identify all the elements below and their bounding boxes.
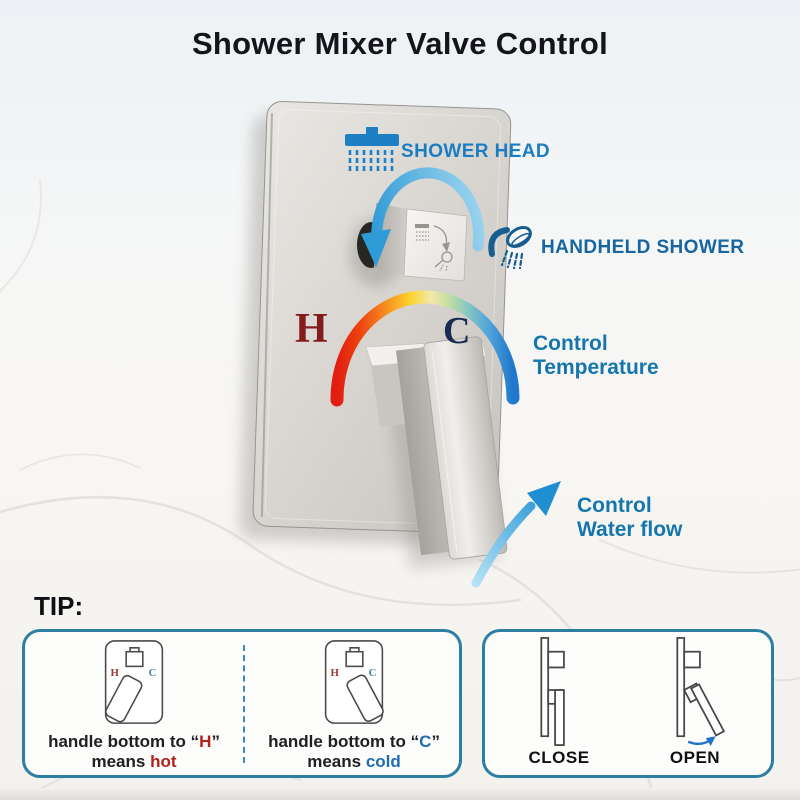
control-temperature-label: Control Temperature [533, 332, 659, 380]
open-direction-arrow [687, 736, 716, 747]
cold-tip-caption: handle bottom to “C” means cold [268, 732, 440, 771]
cold-tip-word: cold [365, 752, 401, 771]
open-label: OPEN [669, 748, 721, 767]
control-temperature-line1: Control [533, 332, 608, 355]
shower-head-label: SHOWER HEAD [401, 141, 551, 162]
close-label: CLOSE [528, 748, 590, 767]
handle-to-cold-diagram: H C [324, 640, 384, 724]
tip-box-open-close: CLOSE OPEN [482, 629, 774, 778]
cold-letter: C [443, 310, 471, 352]
control-water-flow-line2: Water flow [577, 518, 683, 541]
tip-box-hot-cold: H C handle bottom to “H” means hot H C [22, 629, 462, 778]
handheld-shower-label: HANDHELD SHOWER [541, 237, 745, 258]
handheld-shower-icon [488, 226, 532, 270]
mini-cold-h-letter: H [331, 667, 340, 679]
floor-shadow [0, 788, 800, 800]
control-water-flow-label: Control Water flow [577, 494, 682, 542]
hot-letter: H [295, 306, 328, 352]
hot-tip-word: hot [150, 752, 177, 771]
shower-head-icon [345, 127, 399, 171]
tip-divider [243, 645, 245, 763]
mini-cold-c-letter: C [369, 667, 377, 679]
hot-tip-letter: H [199, 732, 212, 751]
tip-hot-panel: H C handle bottom to “H” means hot [25, 632, 243, 775]
tip-cold-panel: H C handle bottom to “C” means cold [245, 632, 463, 775]
cold-tip-letter: C [419, 732, 432, 751]
handle-to-hot-diagram: H C [104, 640, 164, 724]
tip-heading: TIP: [34, 591, 84, 621]
valve-closed-diagram [540, 637, 565, 746]
mini-hot-h-letter: H [111, 667, 120, 679]
control-temperature-line2: Temperature [533, 356, 659, 379]
page-title: Shower Mixer Valve Control [191, 26, 609, 61]
mini-hot-c-letter: C [149, 667, 157, 679]
control-water-flow-line1: Control [577, 494, 652, 517]
hot-tip-caption: handle bottom to “H” means hot [48, 732, 220, 771]
valve-open-diagram [676, 637, 726, 747]
